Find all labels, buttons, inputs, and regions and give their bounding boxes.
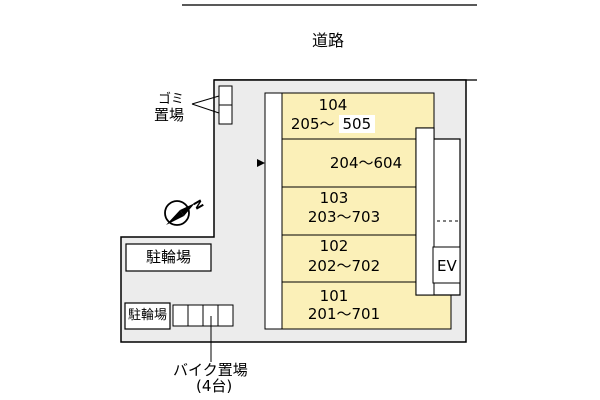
bike-parking-capacity: (4台) bbox=[196, 377, 233, 395]
unit-104-range-end: 505 bbox=[338, 115, 376, 133]
bicycle-parking-lower-label: 駐輪場 bbox=[127, 308, 167, 323]
elevator-box bbox=[432, 246, 461, 284]
unit-104-number: 104 bbox=[318, 96, 348, 114]
garbage-label-line1: ゴミ bbox=[158, 92, 185, 107]
unit-102-range: 202〜702 bbox=[307, 257, 381, 275]
unit-103-number: 103 bbox=[319, 189, 349, 207]
unit-101-range: 201〜701 bbox=[307, 305, 381, 323]
bike-parking-label: バイク置場 bbox=[173, 361, 248, 379]
dashed-partition bbox=[433, 140, 460, 222]
bicycle-parking-upper-label: 駐輪場 bbox=[145, 248, 191, 266]
road-label: 道路 bbox=[312, 31, 345, 50]
bike-slot bbox=[187, 304, 204, 327]
unit-103-range: 203〜703 bbox=[307, 208, 381, 226]
bicycle-parking-upper-box bbox=[125, 243, 212, 272]
elevator-label: EV bbox=[437, 257, 457, 275]
unit-102-number: 102 bbox=[319, 237, 349, 255]
bike-slot bbox=[217, 304, 234, 327]
unit-104-range: 205〜505 bbox=[257, 114, 409, 134]
garbage-pointer bbox=[191, 95, 220, 105]
unit-204-range: 204〜604 bbox=[329, 154, 403, 172]
unit-104-range-start: 205〜 bbox=[290, 115, 335, 133]
garbage-pointer bbox=[191, 103, 220, 114]
unit-101-number: 101 bbox=[319, 287, 349, 305]
garbage-label-line2: 置場 bbox=[154, 106, 185, 124]
compass-icon bbox=[164, 200, 195, 226]
stair-inner bbox=[415, 127, 435, 296]
entrance-arrow-icon bbox=[257, 159, 265, 167]
bicycle-parking-lower-box bbox=[124, 302, 171, 330]
bike-slot bbox=[172, 304, 189, 327]
